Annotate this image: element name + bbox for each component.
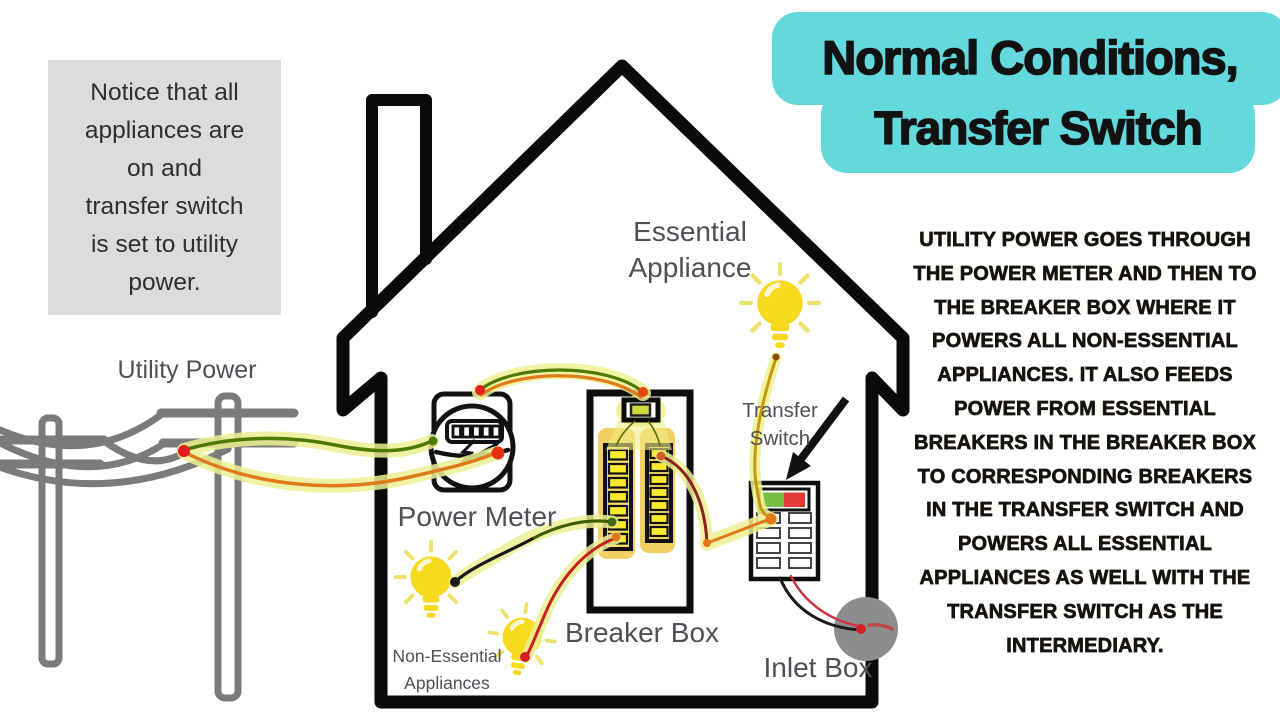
title-banner-row2 xyxy=(821,89,1255,173)
wire-link-to-transfer-orange xyxy=(705,517,772,545)
essential-appliance-label: Essential Appliance xyxy=(628,216,752,283)
left-breaker-column xyxy=(607,448,629,545)
wire-meter-to-breaker-green xyxy=(478,368,645,394)
chimney xyxy=(366,94,432,318)
toggle-red xyxy=(784,492,805,507)
title-line2: Transfer Switch xyxy=(873,101,1203,155)
description-text: UTILITY POWER GOES THROUGH THE POWER MET… xyxy=(913,229,1257,657)
wire-pole-to-meter-green xyxy=(182,436,434,453)
transfer-switch-label: Transfer Switch xyxy=(742,399,818,450)
wire-transfer-to-inlet-black xyxy=(778,576,863,632)
toggle-green xyxy=(763,492,784,507)
essential-appliance-bulb-icon xyxy=(741,264,819,348)
wire-breaker-to-transfer-darkred xyxy=(659,454,709,545)
note-box: Notice that all appliances are on and tr… xyxy=(48,60,281,315)
wire-breaker-to-bulb1-black xyxy=(453,537,534,584)
inlet-red-mark xyxy=(867,623,894,631)
connection-dots xyxy=(178,353,866,662)
house-outline xyxy=(336,59,910,709)
wire-transfer-to-inlet-red xyxy=(789,574,860,628)
utility-power-label: Utility Power xyxy=(117,356,257,384)
wire-meter-to-breaker-orange xyxy=(479,374,643,399)
wire-breaker-to-bulb2-red xyxy=(524,536,618,659)
inlet-box-label: Inlet Box xyxy=(763,652,873,683)
wires xyxy=(182,356,894,659)
breaker-box-label: Breaker Box xyxy=(564,617,720,648)
wire-breaker-to-bulb1-green xyxy=(530,519,614,541)
transfer-switch-arrow xyxy=(786,396,850,480)
title-line1: Normal Conditions, xyxy=(821,30,1239,85)
non-essential-appliances-label: Non-Essential Appliances xyxy=(392,646,502,693)
breaker-box-icon xyxy=(586,389,694,614)
transfer-switch-icon xyxy=(748,480,821,582)
power-meter-label: Power Meter xyxy=(397,501,557,532)
note-text: Notice that all appliances are on and tr… xyxy=(84,78,245,296)
wire-bulb-to-transfer-gold xyxy=(753,356,778,520)
wire-pole-to-meter-orange xyxy=(182,450,499,488)
